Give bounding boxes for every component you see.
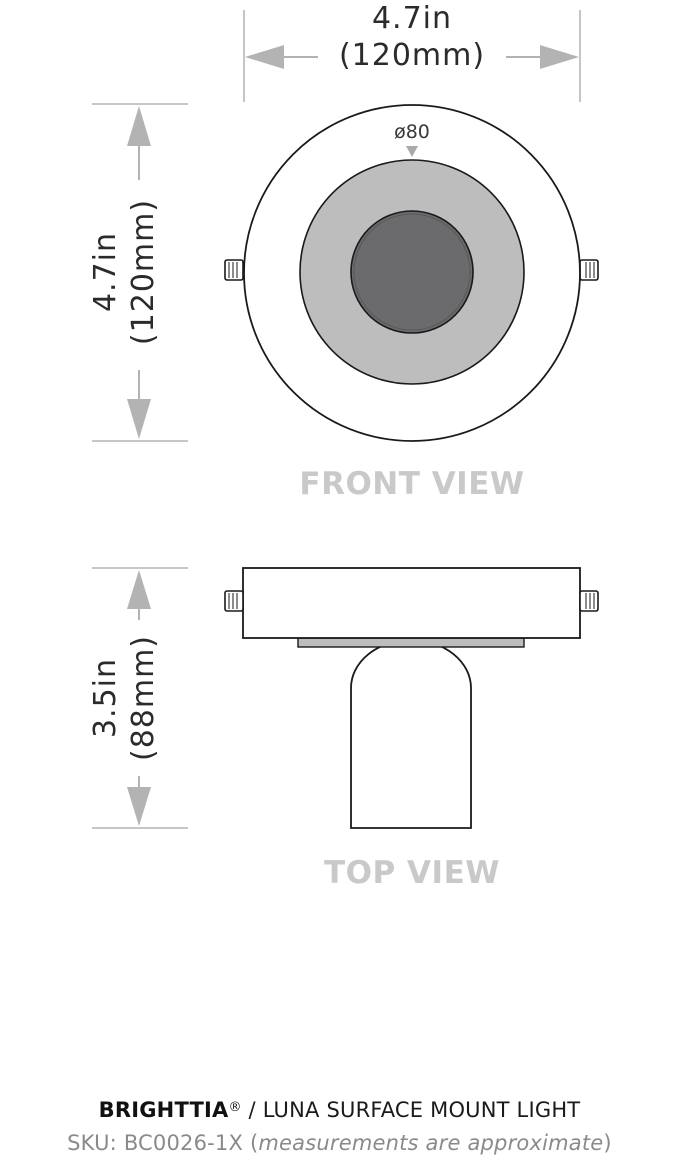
top-height-dimension: 3.5in (88mm)	[88, 567, 188, 829]
top-view-drawing	[224, 567, 599, 829]
top-height-in-label: 3.5in	[88, 658, 123, 738]
front-arrow-down-icon	[127, 399, 151, 439]
top-stem	[350, 639, 472, 829]
top-knob-right-icon	[579, 590, 599, 612]
top-trim-plate	[297, 637, 525, 648]
top-knob-left-icon	[224, 590, 244, 612]
front-lens-inner-edge	[353, 213, 471, 331]
note-close: )	[603, 1131, 612, 1155]
top-arrow-down-icon	[127, 787, 151, 826]
width-mm-label: (120mm)	[339, 38, 485, 73]
top-height-mm-label: (88mm)	[126, 635, 161, 761]
registered-mark: ®	[228, 1100, 242, 1115]
top-view-label: TOP VIEW	[324, 855, 500, 891]
technical-drawing: 4.7in (120mm) 4.7in (120mm) ø80	[88, 1, 599, 891]
footer-title: BRIGHTTIA® / LUNA SURFACE MOUNT LIGHT	[0, 1098, 679, 1122]
front-knob-right-icon	[579, 259, 599, 281]
title-separator: /	[241, 1098, 263, 1122]
sku-label: SKU: BC0026-1X	[67, 1131, 244, 1155]
front-arrow-up-icon	[127, 106, 151, 146]
top-housing	[242, 567, 581, 639]
footer-sku: SKU: BC0026-1X (measurements are approxi…	[0, 1131, 679, 1155]
diameter-label: ø80	[394, 121, 430, 143]
front-knob-left-icon	[224, 259, 244, 281]
width-arrow-left-icon	[245, 45, 284, 69]
front-view-drawing: ø80	[224, 104, 599, 442]
note-open: (	[243, 1131, 259, 1155]
product-name: LUNA SURFACE MOUNT LIGHT	[262, 1098, 581, 1122]
width-in-label: 4.7in	[372, 1, 452, 36]
top-arrow-up-icon	[127, 570, 151, 609]
width-arrow-right-icon	[540, 45, 579, 69]
front-view-label: FRONT VIEW	[299, 466, 524, 502]
front-height-mm-label: (120mm)	[126, 199, 161, 345]
brand-name: BRIGHTTIA	[98, 1098, 229, 1122]
front-lens	[350, 210, 474, 334]
front-height-dimension: 4.7in (120mm)	[88, 103, 188, 442]
measurement-note: measurements are approximate	[258, 1131, 604, 1155]
diameter-pointer-icon	[406, 146, 418, 157]
front-height-in-label: 4.7in	[88, 232, 123, 312]
width-dimension: 4.7in (120mm)	[243, 1, 581, 102]
